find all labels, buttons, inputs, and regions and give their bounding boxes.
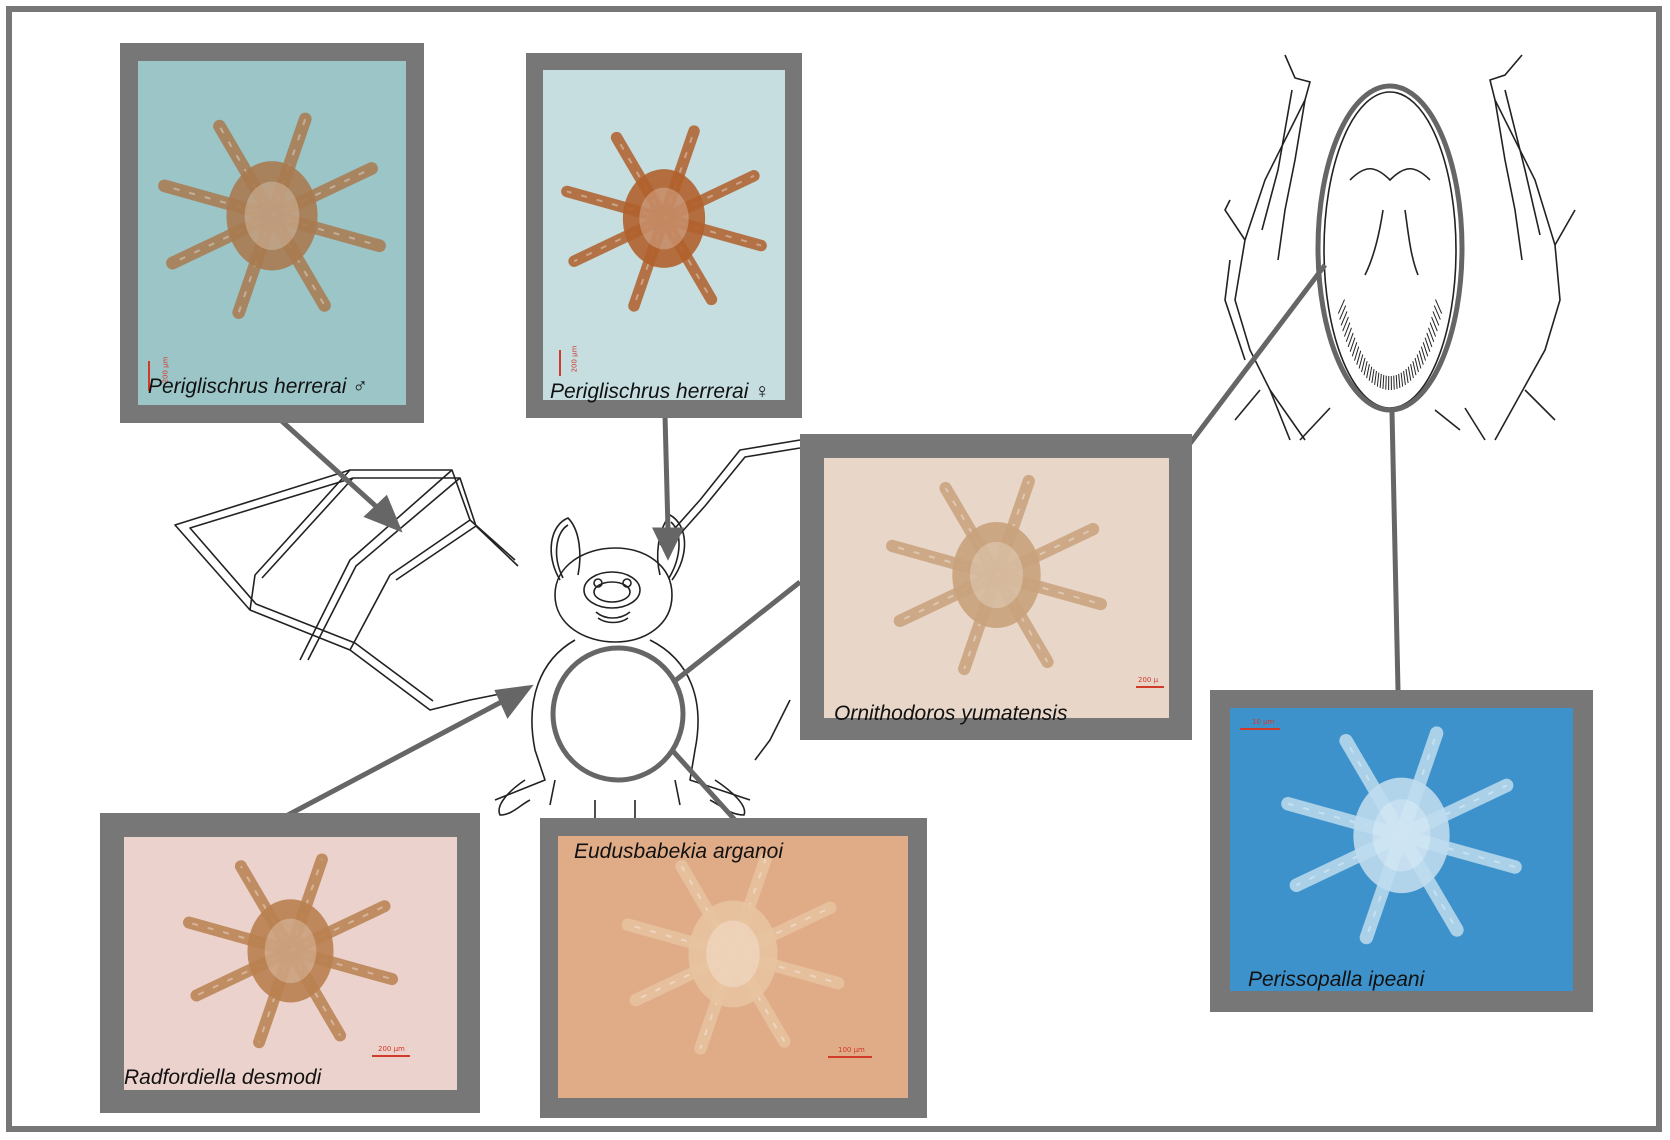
caption-eudusbabekia: Eudusbabekia arganoi (574, 840, 783, 864)
connector-perissopalla (1392, 412, 1398, 690)
panel-ornithodoros: 200 µ Ornithodoros yumatensis (800, 434, 1192, 740)
connector-ornithodoros-belly (676, 582, 800, 680)
hatch-stroke (1367, 364, 1370, 378)
hatch-stroke (1372, 369, 1374, 383)
connector-radfordiella (288, 700, 505, 815)
hatch-stroke (1417, 354, 1421, 368)
connector-eudusbabekia (672, 750, 735, 820)
caption-ornithodoros: Ornithodoros yumatensis (834, 702, 1067, 726)
abdomen-hatching (1338, 300, 1441, 390)
scale-label: 10 µm (1252, 718, 1274, 726)
hatch-stroke (1399, 374, 1400, 388)
hatch-stroke (1375, 371, 1377, 385)
caption-herrerai-female: Periglischrus herrerai ♀ (550, 380, 770, 404)
bat-drawing (175, 440, 800, 825)
scale-label: 100 µm (838, 1046, 865, 1054)
panel-eudusbabekia: 100 µm Eudusbabekia arganoi (540, 818, 927, 1118)
hatch-stroke (1369, 367, 1371, 381)
specimen-body-detail (1373, 799, 1431, 871)
hatch-stroke (1377, 373, 1379, 387)
abdomen-highlight (1318, 86, 1462, 410)
panel-perissopalla: 10 µm Perissopalla ipeani (1210, 690, 1593, 1012)
panel-herrerai-female: 200 µm Periglischrus herrerai ♀ (526, 53, 802, 418)
hatch-stroke (1408, 367, 1410, 381)
hatch-stroke (1411, 364, 1414, 378)
hatch-stroke (1383, 375, 1384, 389)
bat-left-wing (175, 470, 520, 710)
photo-eudusbabekia: 100 µm (558, 836, 908, 1098)
hatch-stroke (1396, 375, 1397, 389)
hatch-stroke (1404, 371, 1406, 385)
specimen-body-detail (970, 542, 1023, 608)
panel-radfordiella: 200 µm Radfordiella desmodi (100, 813, 480, 1113)
caption-perissopalla: Perissopalla ipeani (1248, 968, 1424, 992)
photo-radfordiella: 200 µm (124, 837, 457, 1090)
bat-belly-highlight (553, 648, 683, 780)
hatch-stroke (1401, 373, 1403, 387)
hatch-stroke (1386, 376, 1387, 390)
hatch-stroke (1362, 358, 1365, 372)
specimen-body-detail (245, 182, 300, 250)
panel-herrerai-male: 200 µm Periglischrus herrerai ♂ (120, 43, 424, 423)
scale-label: 200 µm (570, 346, 578, 373)
scale-label: 200 µ (1138, 676, 1158, 684)
hatch-stroke (1406, 369, 1408, 383)
photo-herrerai-male: 200 µm (138, 61, 406, 405)
scale-label: 200 µm (378, 1045, 405, 1053)
wing-closeup-drawing (1225, 55, 1575, 440)
specimen-body-detail (706, 920, 759, 987)
hatch-stroke (1359, 354, 1363, 368)
caption-herrerai-male: Periglischrus herrerai ♂ (148, 375, 368, 399)
photo-ornithodoros: 200 µ (824, 458, 1169, 718)
hatch-stroke (1364, 361, 1367, 375)
photo-perissopalla: 10 µm (1230, 708, 1573, 991)
photo-herrerai-female: 200 µm (543, 70, 785, 400)
connector-female (665, 415, 668, 530)
specimen-body-detail (639, 188, 688, 250)
specimen-body-detail (265, 919, 317, 984)
hatch-stroke (1380, 374, 1381, 388)
hatch-stroke (1415, 358, 1418, 372)
bat-head (555, 548, 672, 642)
caption-radfordiella: Radfordiella desmodi (124, 1066, 321, 1090)
hatch-stroke (1413, 361, 1416, 375)
hatch-stroke (1394, 376, 1395, 390)
